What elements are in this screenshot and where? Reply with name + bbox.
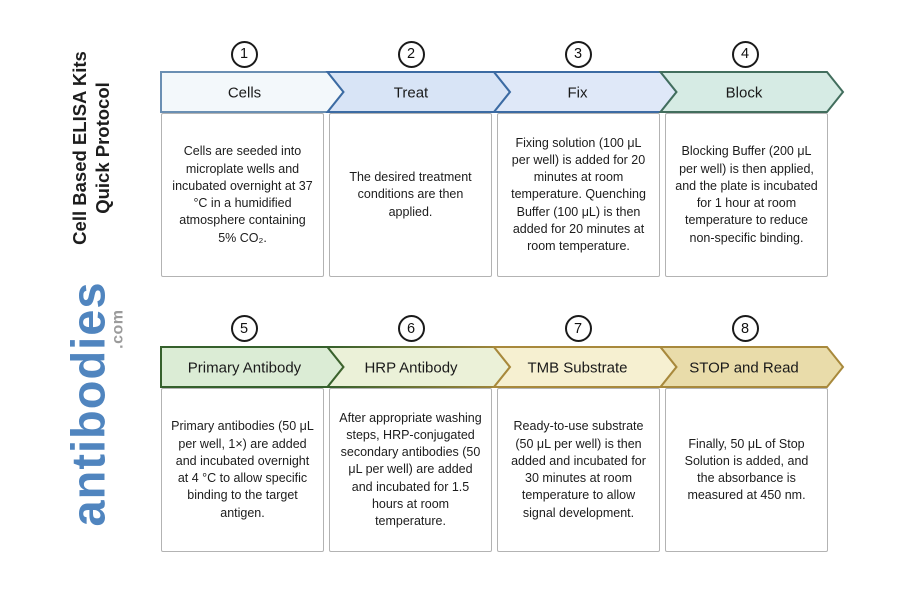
step-arrow-label-fix: Fix: [568, 85, 588, 102]
page-title-line-1: Cell Based ELISA Kits: [69, 51, 91, 245]
step-description-box-5: Primary antibodies (50 μL per well, 1×) …: [161, 388, 324, 552]
step-description-7: Ready-to-use substrate (50 μL per well) …: [511, 419, 646, 520]
step-number-badge-2: 2: [397, 40, 425, 68]
step-number-badge-3: 3: [564, 40, 592, 68]
step-description-box-6: After appropriate washing steps, HRP-con…: [329, 388, 492, 552]
step-description-box-3: Fixing solution (100 μL per well) is add…: [497, 113, 660, 277]
step-description-box-7: Ready-to-use substrate (50 μL per well) …: [497, 388, 660, 552]
step-description-5: Primary antibodies (50 μL per well, 1×) …: [171, 419, 314, 520]
logo-tld: .com: [109, 309, 127, 349]
step-description-3: Fixing solution (100 μL per well) is add…: [511, 135, 646, 254]
step-arrow-label-tmb-substrate: TMB Substrate: [527, 360, 627, 377]
step-description-8: Finally, 50 μL of Stop Solution is added…: [684, 436, 809, 503]
step-description-box-1: Cells are seeded into microplate wells a…: [161, 113, 324, 277]
step-number-badge-1: 1: [230, 40, 258, 68]
step-arrow-label-hrp-antibody: HRP Antibody: [364, 360, 458, 377]
arrow-row-1: Cells Treat Fix Block: [160, 71, 845, 113]
step-number-badge-7: 7: [564, 315, 592, 342]
step-description-2: The desired treatment conditions are the…: [349, 170, 472, 219]
step-arrow-label-primary-antibody: Primary Antibody: [188, 360, 302, 377]
step-arrow-label-block: Block: [726, 85, 763, 102]
step-arrow-stop-and-read: [658, 346, 845, 388]
step-description-box-4: Blocking Buffer (200 μL per well) is the…: [665, 113, 828, 277]
step-arrow-label-stop-and-read: STOP and Read: [689, 360, 799, 377]
step-number-badge-5: 5: [230, 315, 258, 342]
step-arrow-label-cells: Cells: [228, 85, 261, 102]
step-description-box-8: Finally, 50 μL of Stop Solution is added…: [665, 388, 828, 552]
arrow-row-2: Primary Antibody HRP Antibody TMB Substr…: [160, 346, 845, 388]
step-number-badge-6: 6: [397, 315, 425, 342]
step-arrow-block: [658, 71, 845, 113]
logo-wordmark: antibodies: [61, 281, 115, 527]
step-number-badge-4: 4: [731, 40, 759, 68]
step-description-box-2: The desired treatment conditions are the…: [329, 113, 492, 277]
step-description-6: After appropriate washing steps, HRP-con…: [339, 410, 482, 529]
step-description-1: Cells are seeded into microplate wells a…: [172, 144, 313, 245]
step-description-4: Blocking Buffer (200 μL per well) is the…: [675, 144, 818, 245]
step-number-badge-8: 8: [731, 315, 759, 342]
page-title-line-2: Quick Protocol: [92, 82, 113, 214]
page-title: Cell Based ELISA Kits Quick Protocol: [69, 51, 115, 245]
antibodies-logo: antibodies .com: [61, 281, 127, 527]
step-arrow-label-treat: Treat: [394, 85, 429, 102]
